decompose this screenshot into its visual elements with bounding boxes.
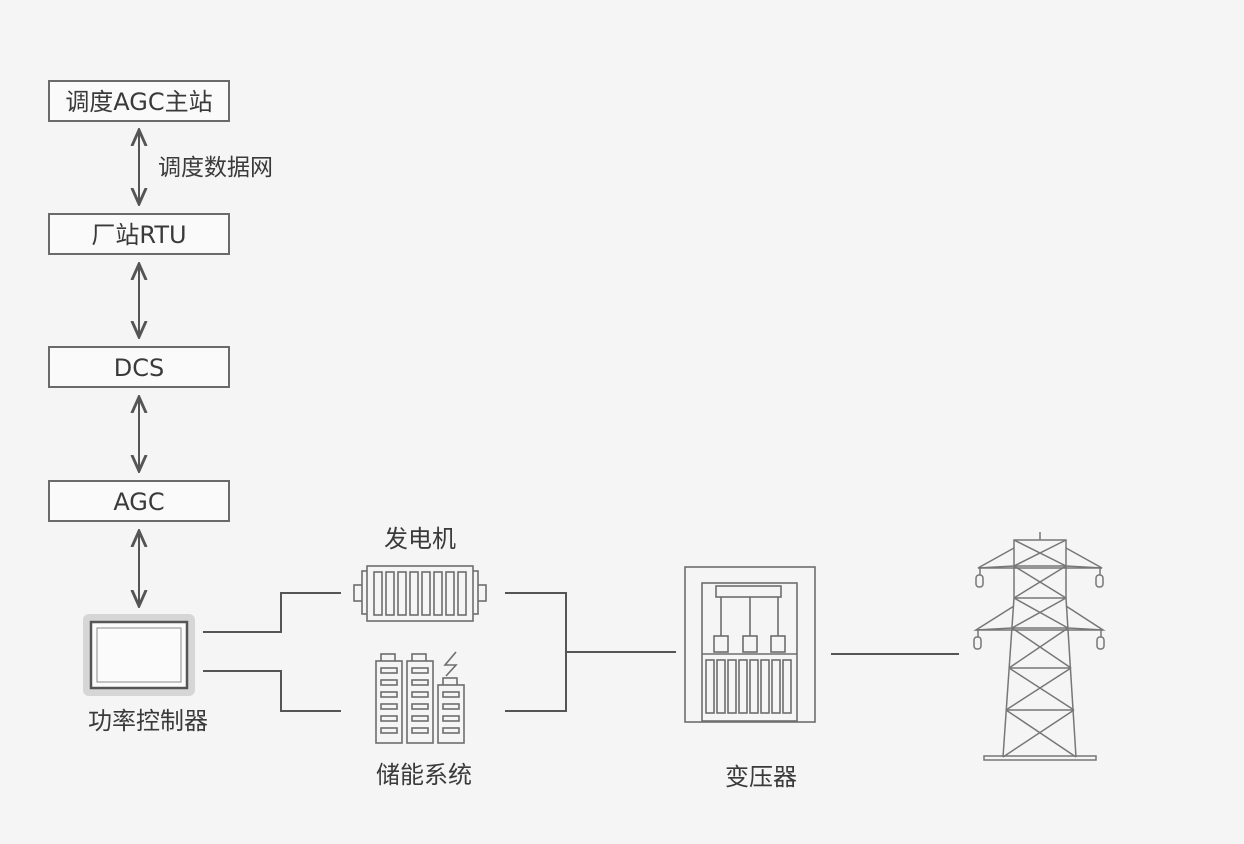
- generator-icon: [353, 565, 487, 622]
- node-dispatch-master-label: 调度AGC主站: [65, 88, 212, 116]
- link-bus: [505, 592, 567, 712]
- link-controller-storage: [203, 670, 341, 712]
- node-dcs-label: DCS: [114, 354, 164, 382]
- battery-storage-icon: [375, 651, 465, 744]
- controller-screen-icon: [83, 614, 195, 696]
- node-plant-rtu-label: 厂站RTU: [91, 221, 186, 249]
- node-agc: AGC: [48, 480, 230, 522]
- node-plant-rtu: 厂站RTU: [48, 213, 230, 255]
- node-dispatch-master: 调度AGC主站: [48, 80, 230, 122]
- lightning-icon: [443, 651, 458, 677]
- transmission-tower-icon: [973, 532, 1106, 761]
- edge-label-dispatch-network: 调度数据网: [158, 155, 273, 181]
- node-transformer-label: 变压器: [725, 763, 797, 791]
- node-agc-label: AGC: [113, 488, 164, 516]
- node-dcs: DCS: [48, 346, 230, 388]
- link-controller-generator: [203, 592, 341, 633]
- node-generator-label: 发电机: [384, 525, 456, 553]
- transformer-icon: [684, 566, 816, 723]
- node-power-controller-label: 功率控制器: [88, 707, 208, 735]
- node-storage-label: 储能系统: [376, 761, 472, 789]
